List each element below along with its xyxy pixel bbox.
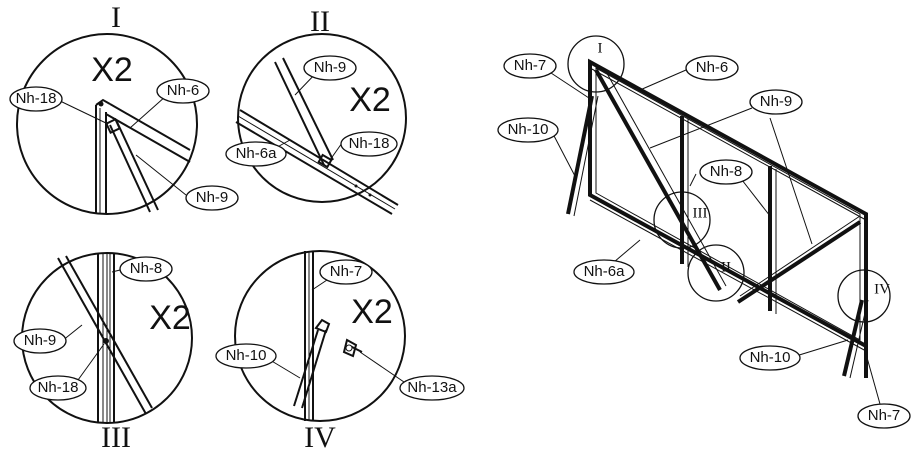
detail-iii: X2 Nh-8 Nh-9 Nh-18 III [13, 252, 193, 454]
detail-ii-label-nh9: Nh-9 [314, 59, 347, 76]
detail-iv-circle [234, 250, 406, 422]
detail-ii-bottom-rail [239, 109, 399, 206]
overview-label-nh7-top: Nh-7 [514, 57, 547, 74]
detail-iv-bolt [342, 338, 363, 358]
detail-iii-numeral: III [101, 421, 131, 454]
overview-label-nh6: Nh-6 [696, 59, 729, 76]
overview-label-nh7-bottom: Nh-7 [868, 407, 901, 424]
overview-frame: I III II IV Nh-7 Nh-10 Nh-6 Nh-9 Nh-8 Nh… [497, 35, 911, 429]
detail-iv-strut [293, 329, 319, 407]
detail-iv-label-nh13a: Nh-13a [407, 379, 457, 396]
detail-ii-multiplier: X2 [349, 81, 391, 119]
frame-strut-left [566, 95, 594, 215]
detail-i: I X2 Nh-18 Nh-6 Nh-9 [9, 1, 239, 215]
detail-ii-brace [274, 61, 325, 166]
detail-iv-multiplier: X2 [351, 293, 393, 331]
callout-iii: III [693, 205, 708, 221]
callout-circle-i [567, 35, 625, 93]
detail-ii-label-nh18: Nh-18 [349, 135, 390, 152]
detail-iv-label-nh7: Nh-7 [330, 263, 363, 280]
detail-i-top-rail [109, 103, 191, 151]
detail-ii: II X2 Nh-9 Nh-6a Nh-18 [225, 5, 407, 215]
overview-label-nh6a: Nh-6a [584, 263, 626, 280]
detail-iii-brace [57, 257, 147, 415]
detail-i-label-nh18: Nh-18 [16, 90, 57, 107]
detail-i-numeral: I [111, 1, 121, 34]
detail-iv: X2 Nh-7 Nh-10 Nh-13a IV [215, 250, 465, 454]
callout-ii: II [721, 259, 731, 275]
detail-iv-numeral: IV [304, 421, 336, 454]
detail-iii-label-nh9: Nh-9 [24, 332, 57, 349]
overview-label-nh10-left: Nh-10 [508, 121, 549, 138]
callout-circle-ii [687, 244, 745, 302]
frame-strut-right [842, 299, 864, 377]
callout-iv: IV [874, 281, 890, 297]
detail-i-brace [109, 124, 151, 213]
detail-i-label-nh6: Nh-6 [167, 82, 200, 99]
frame-brace-2 [736, 220, 862, 304]
overview-label-nh9: Nh-9 [760, 93, 793, 110]
frame-brace-1 [594, 69, 722, 291]
detail-iii-multiplier: X2 [149, 299, 191, 337]
overview-label-nh8: Nh-8 [710, 163, 743, 180]
detail-i-label-nh9: Nh-9 [196, 189, 229, 206]
detail-ii-numeral: II [310, 5, 330, 38]
detail-iv-label-nh10: Nh-10 [226, 347, 267, 364]
detail-ii-label-nh6a: Nh-6a [236, 145, 278, 162]
detail-iii-label-nh8: Nh-8 [130, 260, 163, 277]
overview-label-nh10-bottom: Nh-10 [750, 349, 791, 366]
detail-iii-label-nh18: Nh-18 [38, 379, 79, 396]
callout-circle-iii [653, 191, 711, 249]
callout-i: I [598, 40, 603, 56]
callout-circle-iv [837, 269, 891, 323]
frame-outline [588, 58, 868, 350]
detail-i-multiplier: X2 [91, 51, 133, 89]
